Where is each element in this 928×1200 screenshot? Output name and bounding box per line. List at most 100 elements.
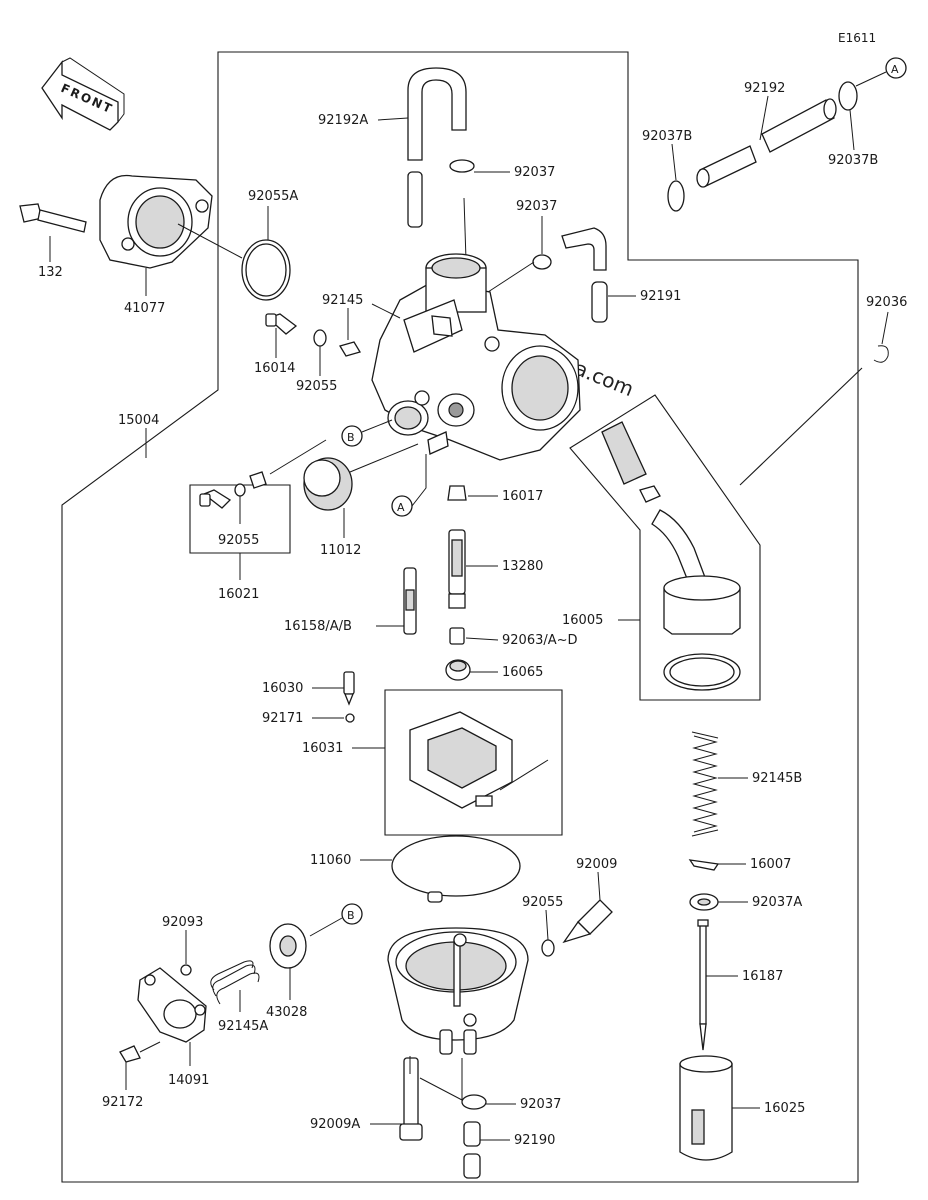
label-92037B-right: 92037B (828, 153, 878, 168)
throttle-valve-16025 (679, 1055, 733, 1161)
label-92037-top: 92037 (514, 165, 555, 180)
part-labels: 92192A 92037 92037 92191 92192 92037B 92… (38, 71, 907, 1148)
label-13280: 13280 (502, 559, 543, 574)
clip-92037B-right (838, 81, 858, 111)
label-92192A: 92192A (318, 113, 368, 128)
label-92192: 92192 (744, 81, 785, 96)
hose-92192A (407, 67, 467, 228)
oring-92171 (345, 713, 355, 723)
label-92172: 92172 (102, 1095, 143, 1110)
label-92093: 92093 (162, 915, 203, 930)
screw-16021 (199, 471, 267, 509)
label-16025: 16025 (764, 1101, 805, 1116)
jet-16017 (447, 485, 467, 501)
screw-92093 (180, 964, 192, 976)
label-92145: 92145 (322, 293, 363, 308)
group-frame-16031 (384, 689, 563, 836)
diaphragm-43028 (269, 923, 307, 969)
label-92145B: 92145B (752, 771, 802, 786)
label-92037A: 92037A (752, 895, 802, 910)
label-16187: 16187 (742, 969, 783, 984)
label-92145A: 92145A (218, 1019, 268, 1034)
assembly-frame (61, 51, 859, 1183)
label-11012: 11012 (320, 543, 361, 558)
label-16065: 16065 (502, 665, 543, 680)
label-16021: 16021 (218, 587, 259, 602)
valve-16030 (343, 671, 355, 706)
cap-11012 (303, 457, 353, 511)
front-arrow-icon: FRONT (41, 57, 125, 131)
holder-16065 (445, 659, 471, 681)
label-41077: 41077 (124, 301, 165, 316)
clip-92037-top (449, 159, 475, 173)
label-92009: 92009 (576, 857, 617, 872)
label-92063: 92063/A~D (502, 633, 578, 648)
screw-92009 (562, 899, 613, 944)
label-92037-bottom: 92037 (520, 1097, 561, 1112)
marker-b-lower: B (341, 903, 363, 925)
tube-92190 (463, 1121, 481, 1179)
bolt-132 (19, 203, 87, 233)
label-92037-mid: 92037 (516, 199, 557, 214)
label-16007: 16007 (750, 857, 791, 872)
spring-92145B (691, 731, 719, 837)
carburetor-body (371, 253, 581, 461)
label-92009A: 92009A (310, 1117, 360, 1132)
jet-92063 (449, 627, 465, 645)
hose-92192 (696, 98, 837, 188)
needle-16158 (403, 567, 417, 635)
label-11060: 11060 (310, 853, 351, 868)
label-43028: 43028 (266, 1005, 307, 1020)
marker-b-mid: B (341, 425, 363, 447)
clip-92037B-left (667, 180, 685, 212)
label-92191: 92191 (640, 289, 681, 304)
clip-92037-mid (532, 254, 552, 270)
label-92055-upper: 92055 (296, 379, 337, 394)
clip-92037A (689, 893, 719, 911)
spring-92145A (210, 960, 260, 1005)
cover-14091 (137, 967, 207, 1043)
svg-text:B: B (347, 431, 355, 444)
group-frame-16005 (569, 394, 761, 701)
label-16005: 16005 (562, 613, 603, 628)
oring-92055-lower (541, 939, 555, 957)
svg-text:B: B (347, 909, 355, 922)
float-bowl (387, 927, 529, 1055)
label-92037B-left: 92037B (642, 129, 692, 144)
oring-92055A (241, 239, 291, 301)
label-92171: 92171 (262, 711, 303, 726)
screw-16014 (265, 313, 298, 335)
label-132: 132 (38, 265, 63, 280)
clip-92036 (873, 345, 889, 363)
screw-92172 (119, 1041, 161, 1063)
needle-16187 (697, 919, 709, 1051)
spring-92145 (339, 341, 361, 357)
svg-text:A: A (397, 501, 405, 514)
hose-92191 (561, 227, 608, 323)
clip-92037-bottom (461, 1094, 487, 1110)
tube-13280 (448, 529, 466, 609)
label-16031: 16031 (302, 741, 343, 756)
screw-92009A (399, 1057, 423, 1141)
oring-92055-upper (313, 329, 327, 347)
choke-16005 (601, 421, 741, 691)
label-15004: 15004 (118, 413, 159, 428)
diagram-code: E1611 (838, 31, 876, 45)
marker-a-top: A (885, 57, 907, 79)
float-16031 (409, 711, 549, 809)
label-92055A: 92055A (248, 189, 298, 204)
label-16014: 16014 (254, 361, 295, 376)
label-14091: 14091 (168, 1073, 209, 1088)
label-16017: 16017 (502, 489, 543, 504)
label-92190: 92190 (514, 1133, 555, 1148)
insulator-41077 (99, 174, 213, 269)
retainer-16007 (688, 859, 720, 871)
label-92036: 92036 (866, 295, 907, 310)
gasket-11060 (391, 835, 521, 903)
label-16158: 16158/A/B (284, 619, 352, 634)
marker-a-mid: A (391, 495, 413, 517)
svg-text:A: A (891, 63, 899, 76)
label-92055-left: 92055 (218, 533, 259, 548)
label-92055-lower: 92055 (522, 895, 563, 910)
